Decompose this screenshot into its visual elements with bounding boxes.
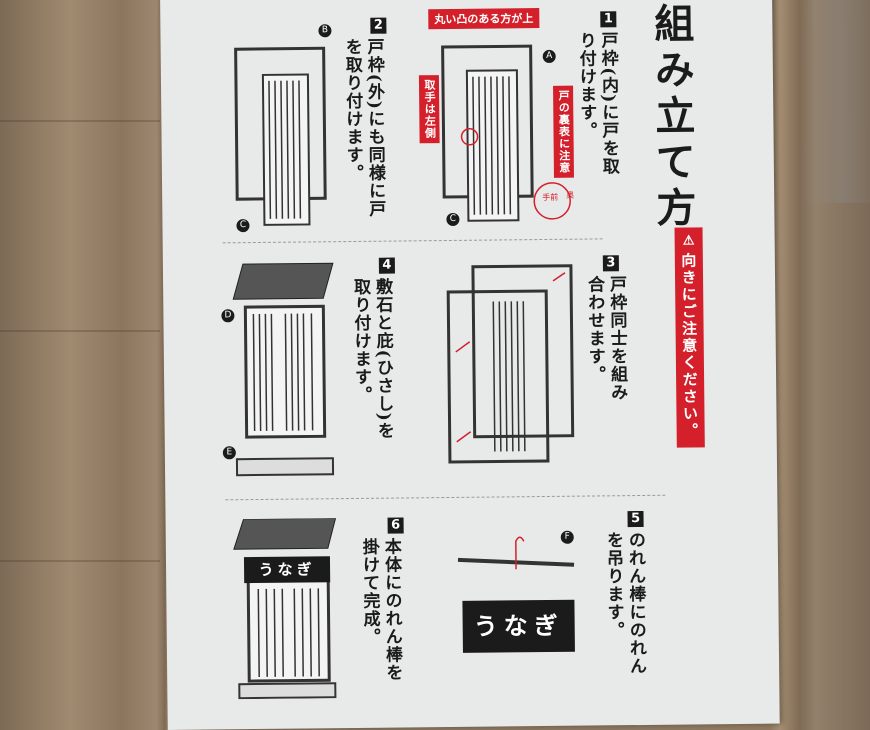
divider [222,238,603,244]
step-4-illustration [232,262,335,477]
step-1-number: 1 [600,11,617,28]
label-back: 奥 [566,190,575,200]
part-d-marker: D [221,309,235,323]
step-5-number: 5 [627,510,644,528]
step-1-illustration [441,44,571,222]
warning-triangle-icon: ⚠ [682,233,695,249]
step-6-illustration [233,518,337,700]
part-f-marker: F [560,530,574,544]
divider [225,494,666,501]
step-3-number: 3 [602,255,619,272]
step-2-text: 戸枠(外)にも同様に戸を取り付けます。 [341,37,386,218]
step-5-rod-illustration [457,536,575,570]
step-5-text: のれん棒にのれんを吊ります。 [602,530,647,676]
part-c-marker: C [446,212,460,227]
step-6-text: 本体にのれん棒を掛けて完成。 [358,537,403,682]
step-4-number: 4 [378,257,395,274]
wood-grain [0,560,160,562]
noren-curtain: うなぎ [462,599,575,653]
part-b-marker: B [318,24,332,38]
step-4-text: 敷石と庇(ひさし)を取り付けます。 [350,277,394,440]
step-1-text: 戸枠(内)に戸を取り付けます。 [575,31,619,176]
warning-text: 向きにご注意ください。 [679,252,700,440]
wood-grain [0,330,160,332]
page-title: 組み立て方 [647,2,697,233]
noren-curtain: うなぎ [243,556,331,584]
wood-grain [0,120,160,122]
part-c-marker: C [236,219,250,233]
part-a-marker: A [542,49,556,63]
part-e-marker: E [222,446,236,460]
instruction-card: 組み立て方 ⚠ 向きにご注意ください。 1 戸枠(内)に戸を取り付けます。 丸い… [160,0,870,730]
label-front: 手前 [542,192,559,203]
step-3-text: 戸枠同士を組み合わせます。 [584,275,628,402]
step-2-illustration [234,46,327,226]
warning-box: ⚠ 向きにご注意ください。 [674,227,705,448]
step-6-number: 6 [387,517,404,534]
step-3-illustration [446,264,575,464]
brush-stroke [799,0,870,204]
step-2-number: 2 [370,17,387,34]
